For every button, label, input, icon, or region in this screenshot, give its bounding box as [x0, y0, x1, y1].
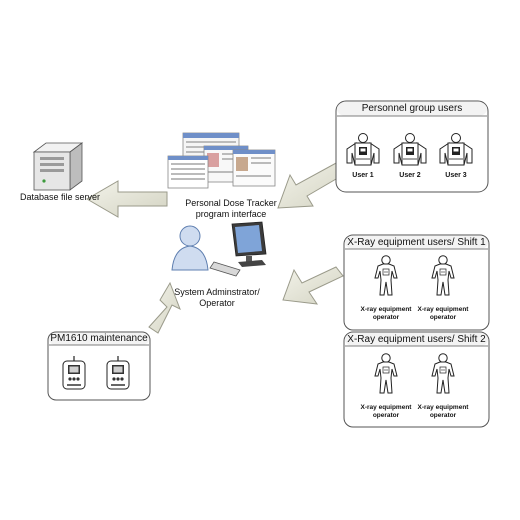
personnel-group-box [335, 100, 489, 193]
server-icon [32, 142, 84, 191]
dosimeter-icon [62, 355, 86, 390]
admin-label-line1: System Adminstrator/ [174, 287, 260, 297]
user-1-label: User 1 [352, 172, 374, 179]
pdt-interface-label-line1: Personal Dose Tracker [185, 198, 277, 208]
user-3-label: User 3 [445, 172, 467, 179]
shift2-operator-2-line1: X-ray equipment [417, 404, 469, 411]
arrow-maintenance-to-admin [148, 281, 181, 334]
shift2-box [343, 331, 490, 428]
pm1610-box [47, 331, 151, 401]
shift2-title: X-Ray equipment users/ Shift 2 [347, 334, 486, 345]
shift2-operator-1-line1: X-ray equipment [360, 404, 412, 411]
database-server-label: Database file server [19, 192, 101, 202]
pm1610-title: PM1610 maintenance [50, 333, 148, 344]
personnel-group-title: Personnel group users [361, 103, 463, 114]
workstation-icon [171, 221, 267, 277]
shift1-operator-1-line1: X-ray equipment [360, 306, 412, 313]
shift1-box [343, 234, 490, 331]
shift1-title: X-Ray equipment users/ Shift 1 [347, 237, 486, 248]
pdt-interface-label-line2: program interface [195, 209, 267, 219]
admin-label-line2: Operator [199, 298, 235, 308]
arrow-interface-to-server [86, 180, 168, 218]
screenshots-icon [167, 132, 276, 189]
shift2-operator-1-line2: operator [372, 412, 400, 419]
shift1-operator-2-line2: operator [429, 314, 457, 321]
shift1-operator-2-line1: X-ray equipment [417, 306, 469, 313]
shift2-operator-2-line2: operator [429, 412, 457, 419]
arrow-shift-to-admin [282, 266, 344, 305]
shift1-operator-1-line2: operator [372, 314, 400, 321]
user-2-label: User 2 [399, 172, 421, 179]
dosimeter-icon [106, 355, 130, 390]
